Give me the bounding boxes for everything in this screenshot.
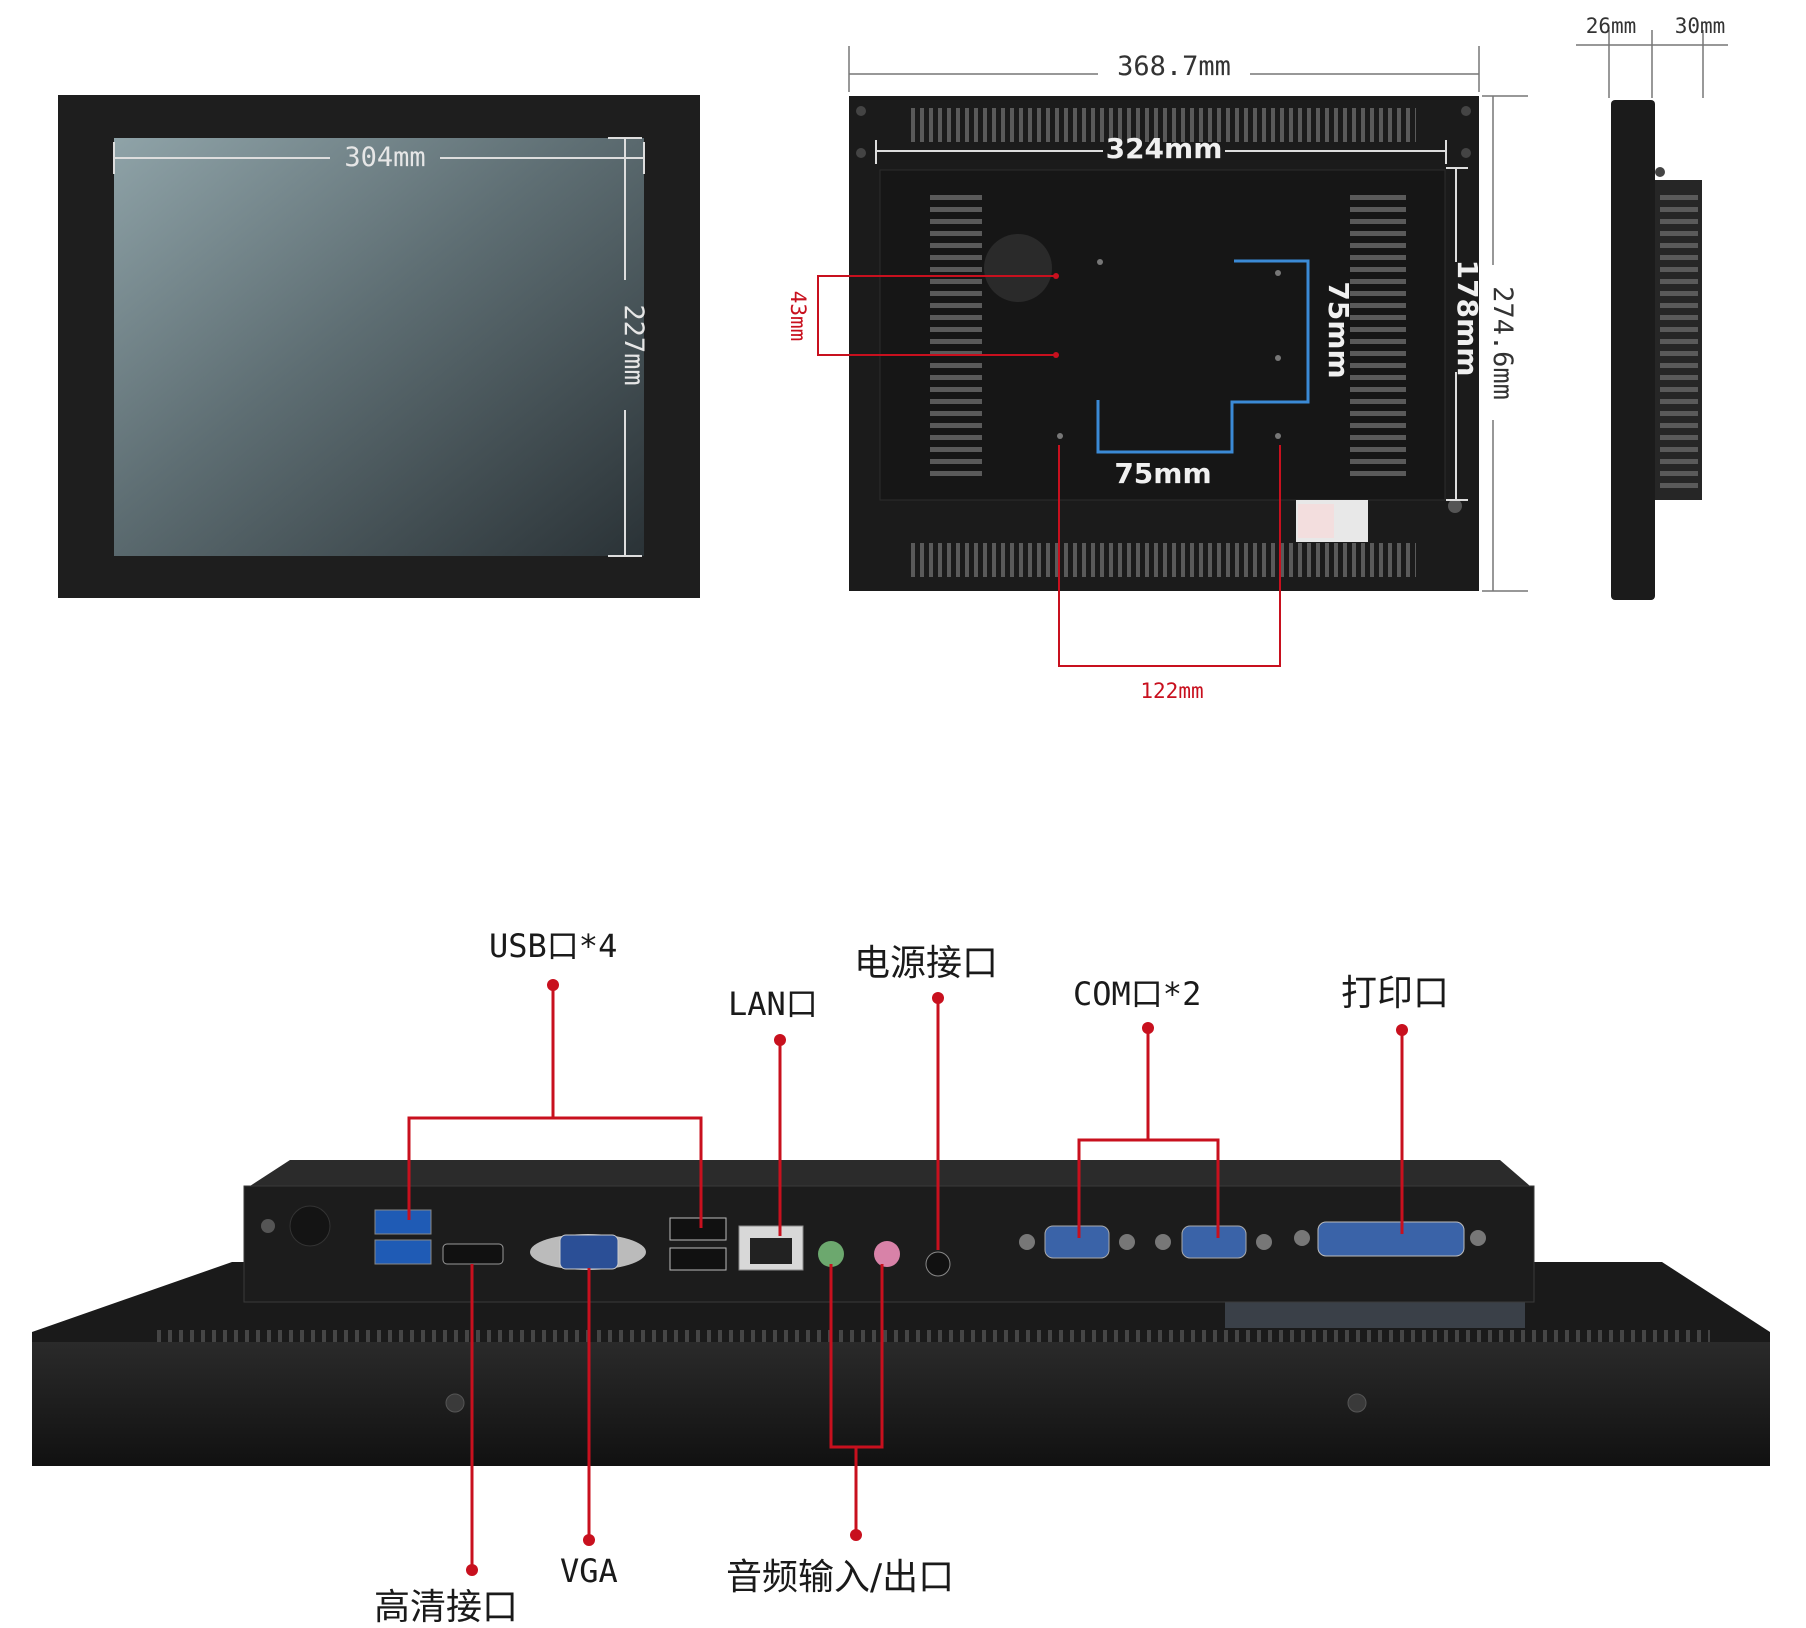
lan-label: LAN口: [728, 985, 818, 1023]
com-port-2: [1181, 1225, 1247, 1259]
depth-back-label: 30mm: [1675, 14, 1726, 38]
screen-width-label: 304mm: [344, 142, 425, 173]
vesa-outline: [1096, 259, 1310, 454]
dc-power-jack: [925, 1251, 951, 1277]
hdmi-label: 高清接口: [374, 1587, 519, 1628]
vesa-horizontal-label: 75mm: [1114, 457, 1211, 490]
inner-height-label: 178mm: [1451, 260, 1484, 377]
hdmi-port: [442, 1243, 504, 1265]
usb-port-2: [374, 1239, 432, 1265]
vga-port: [559, 1234, 619, 1270]
side-bezel: [1611, 100, 1655, 600]
speaker-grille: [984, 234, 1052, 302]
printer-port: [1317, 1221, 1465, 1257]
com-port-1: [1044, 1225, 1110, 1259]
vga-label: VGA: [560, 1552, 618, 1590]
ports-view: [32, 979, 1770, 1576]
leader-dots: [466, 979, 1408, 1576]
print-label: 打印口: [1341, 973, 1450, 1014]
usb-port-4: [669, 1247, 727, 1271]
side-view: 26mm 30mm: [1576, 14, 1728, 600]
hole-offset-label: 43mm: [786, 291, 810, 342]
overall-width-label: 368.7mm: [1117, 51, 1231, 82]
inner-width-label: 324mm: [1106, 132, 1223, 165]
leader-lines: [407, 985, 1404, 1570]
audio-out-jack: [874, 1241, 900, 1267]
usb-label: USB口*4: [489, 927, 618, 965]
power-label: 电源接口: [854, 943, 999, 984]
vesa-vertical-label: 75mm: [1322, 281, 1355, 378]
com-label: COM口*2: [1073, 975, 1202, 1013]
front-view: 304mm 227mm: [58, 95, 700, 598]
front-screen: [114, 138, 644, 556]
audio-in-jack: [818, 1241, 844, 1267]
depth-front-label: 26mm: [1586, 14, 1637, 38]
screen-height-label: 227mm: [618, 304, 649, 385]
rear-view: 324mm 178mm 75mm 75mm 368.7mm 274.6mm 43…: [786, 46, 1528, 703]
power-button: [289, 1205, 331, 1247]
hole-spacing-label: 122mm: [1140, 679, 1203, 703]
lan-port: [738, 1225, 804, 1271]
audio-label: 音频输入/出口: [726, 1557, 955, 1598]
usb-port-1: [374, 1209, 432, 1235]
usb-port-3: [669, 1217, 727, 1241]
overall-height-label: 274.6mm: [1487, 286, 1518, 400]
